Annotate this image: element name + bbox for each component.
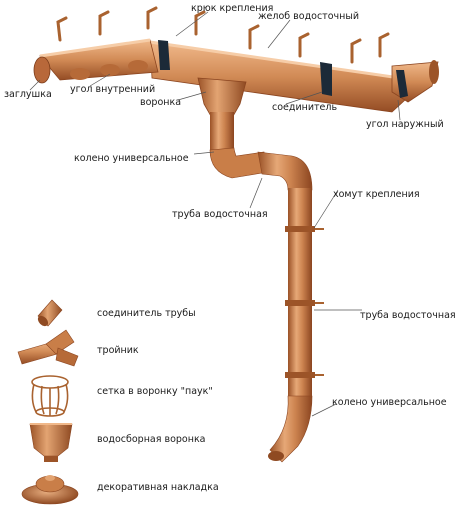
decorative-cap-icon: [21, 475, 79, 505]
label-gutter: желоб водосточный: [258, 11, 360, 22]
label-connector: соединитель: [272, 102, 338, 113]
label-elbow-top: колено универсальное: [74, 153, 189, 164]
pipe-clamps: [285, 226, 315, 378]
legend-icons: [17, 299, 79, 505]
label-elbow-bottom: колено универсальное: [332, 397, 447, 408]
legend-decorative-cap: декоративная накладка: [97, 482, 219, 493]
legend-pipe-connector: соединитель трубы: [97, 308, 196, 319]
label-inner-corner: угол внутренний: [70, 84, 156, 95]
gutter-hooks: [56, 6, 390, 64]
pipe-connector-icon: [37, 299, 63, 327]
downpipe-assembly: [209, 112, 324, 463]
tee-icon: [17, 329, 79, 367]
endcap-part: [33, 56, 51, 84]
leader-lines: [29, 11, 401, 417]
label-clamp: хомут крепления: [333, 189, 420, 200]
label-pipe-upper: труба водосточная: [172, 209, 268, 220]
spider-grate-icon: [31, 375, 69, 417]
main-downpipe: [288, 188, 312, 398]
collector-funnel-icon: [29, 423, 73, 462]
connector-bands: [158, 40, 408, 98]
label-outer-corner: угол наружный: [366, 119, 444, 130]
gutter-assembly: [33, 6, 439, 113]
label-pipe-lower: труба водосточная: [360, 310, 456, 321]
legend-tee: тройник: [97, 345, 139, 356]
legend-collector-funnel: водосборная воронка: [97, 434, 206, 445]
bottom-elbow: [269, 395, 313, 463]
label-hook: крюк крепления: [191, 3, 274, 14]
label-funnel: воронка: [140, 97, 182, 108]
label-endcap: заглушка: [4, 89, 52, 100]
legend-spider-grate: сетка в воронку "паук": [97, 386, 213, 397]
